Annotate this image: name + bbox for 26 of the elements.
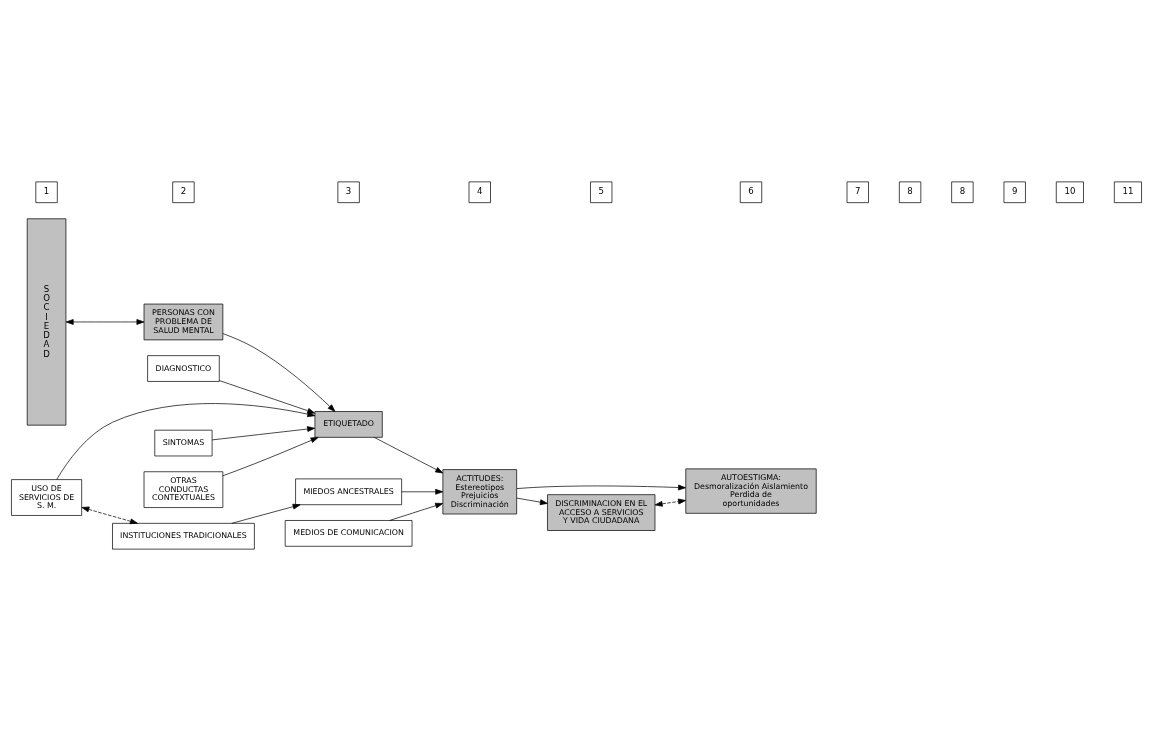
- node-box: SOCIEDAD: [26, 217, 67, 426]
- arrow: [81, 506, 138, 524]
- arrow: [654, 498, 686, 507]
- node-box: 5: [590, 181, 613, 203]
- arrow: [516, 497, 548, 505]
- node-box: 1: [35, 181, 58, 203]
- node-box: 8: [899, 181, 922, 203]
- node-box: 3: [337, 181, 360, 203]
- node-box: 9: [1003, 181, 1026, 203]
- node-box: 6: [739, 181, 763, 203]
- node-box: 2: [172, 181, 195, 203]
- node-box: 11: [1113, 181, 1142, 203]
- arrow: [65, 318, 145, 325]
- arrow: [56, 402, 316, 480]
- arrow: [218, 379, 316, 414]
- arrow: [373, 436, 444, 473]
- arrow: [222, 332, 336, 412]
- arrow: [516, 484, 686, 490]
- node-box: 7: [846, 181, 869, 203]
- arrow: [231, 503, 301, 524]
- node-box: 4: [468, 181, 491, 203]
- arrow: [222, 436, 319, 476]
- node-box: 8: [951, 181, 974, 203]
- arrow: [211, 425, 316, 440]
- node-box: 10: [1055, 181, 1084, 203]
- arrow: [401, 488, 444, 495]
